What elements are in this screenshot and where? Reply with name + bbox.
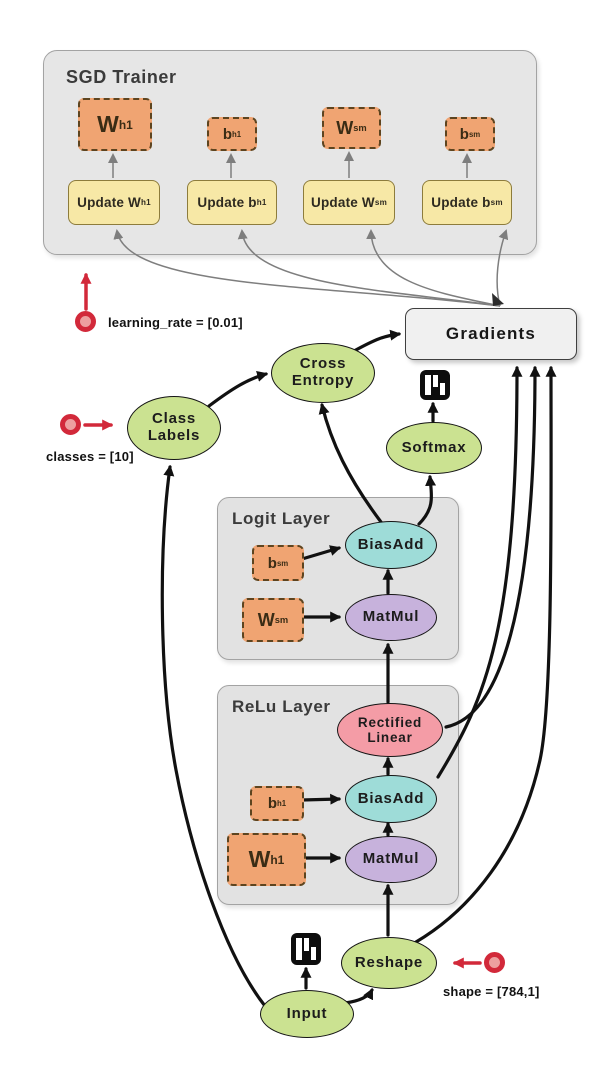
node-input: Input (260, 990, 354, 1038)
relu-layer-title: ReLu Layer (232, 697, 331, 716)
shape-pin-icon (484, 952, 505, 973)
node-softmax: Softmax (386, 422, 482, 474)
logit-layer-title: Logit Layer (232, 509, 331, 528)
node-cross-entropy: Cross Entropy (271, 343, 375, 403)
sgd-trainer-title: SGD Trainer (66, 67, 177, 87)
learning-rate-pin-icon (75, 311, 96, 332)
edge-crossentropy-gradients (352, 329, 402, 353)
classes-label: classes = [10] (46, 449, 134, 464)
edge-pinch-arrowhead (492, 293, 504, 306)
node-biasadd-logit: BiasAdd (345, 521, 437, 569)
histogram-icon-top (420, 370, 450, 400)
edge-input-reshape (343, 988, 374, 1005)
learning-rate-label: learning_rate = [0.01] (108, 315, 243, 330)
node-rectified-linear: Rectified Linear (337, 703, 443, 757)
node-reshape: Reshape (341, 937, 437, 989)
gradients-node: Gradients (405, 308, 577, 360)
edge-classlabels-crossentropy (207, 371, 269, 408)
shape-label: shape = [784,1] (443, 984, 540, 999)
gradients-label: Gradients (445, 324, 537, 343)
node-matmul-relu: MatMul (345, 836, 437, 883)
histogram-icon-bottom (291, 933, 321, 965)
node-class-labels: Class Labels (127, 396, 221, 460)
classes-pin-icon (60, 414, 81, 435)
node-biasadd-relu: BiasAdd (345, 775, 437, 823)
edge-rectified-gradients (444, 365, 541, 729)
node-matmul-logit: MatMul (345, 594, 437, 641)
